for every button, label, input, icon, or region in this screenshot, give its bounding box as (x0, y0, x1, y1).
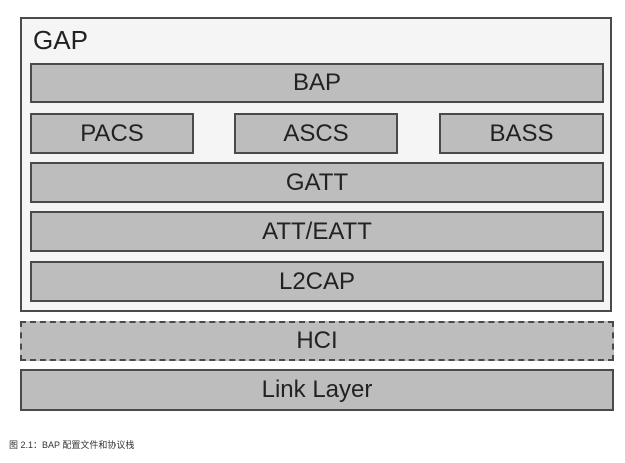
pacs-layer: PACS (30, 113, 194, 154)
figure-caption: 图 2.1：BAP 配置文件和协议栈 (9, 440, 135, 450)
l2cap-layer: L2CAP (30, 261, 604, 302)
ascs-layer: ASCS (234, 113, 398, 154)
gatt-layer: GATT (30, 162, 604, 203)
gap-label: GAP (33, 25, 88, 55)
link-layer: Link Layer (20, 369, 614, 411)
att-eatt-layer: ATT/EATT (30, 211, 604, 252)
bap-layer: BAP (30, 63, 604, 103)
hci-layer: HCI (20, 321, 614, 361)
bass-layer: BASS (439, 113, 604, 154)
